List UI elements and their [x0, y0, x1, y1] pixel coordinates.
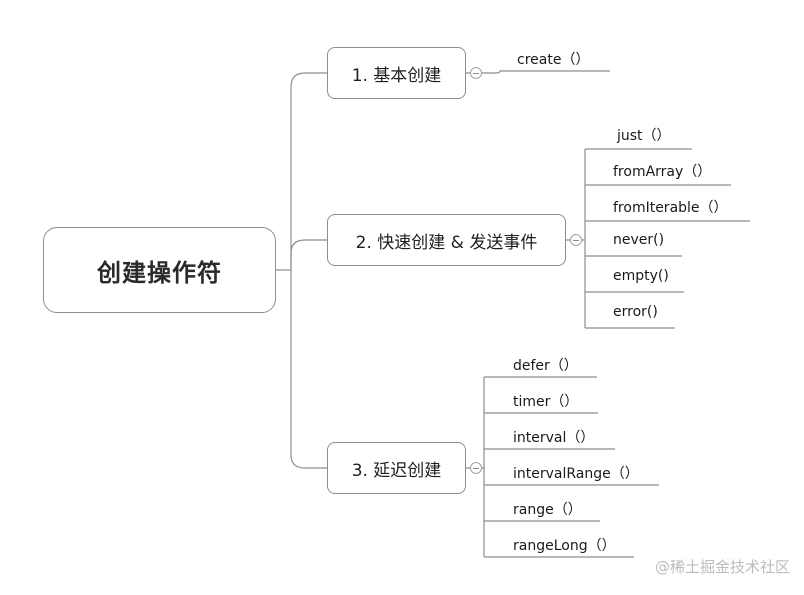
- leaf-intervalrange[interactable]: intervalRange（）: [513, 466, 639, 482]
- branch-node-deferred[interactable]: 3. 延迟创建: [327, 442, 466, 494]
- collapse-toggle-icon[interactable]: [470, 462, 482, 474]
- leaf-range[interactable]: range（）: [513, 502, 582, 518]
- leaf-create[interactable]: create（）: [517, 52, 590, 68]
- branch-node-quick[interactable]: 2. 快速创建 & 发送事件: [327, 214, 566, 266]
- root-label: 创建操作符: [97, 258, 222, 287]
- leaf-defer[interactable]: defer（）: [513, 358, 578, 374]
- leaf-fromiterable[interactable]: fromIterable（）: [613, 200, 728, 216]
- watermark: @稀土掘金技术社区: [654, 558, 790, 576]
- branch-label: 1. 基本创建: [351, 65, 442, 86]
- root-node[interactable]: 创建操作符: [43, 227, 276, 313]
- leaf-never[interactable]: never(): [613, 232, 665, 248]
- collapse-toggle-icon[interactable]: [570, 234, 582, 246]
- branch-label: 2. 快速创建 & 发送事件: [355, 232, 538, 253]
- leaf-just[interactable]: just（）: [617, 128, 671, 144]
- branch-node-basic[interactable]: 1. 基本创建: [327, 47, 466, 99]
- leaf-interval[interactable]: interval（）: [513, 430, 595, 446]
- leaf-fromarray[interactable]: fromArray（）: [613, 164, 712, 180]
- branch-label: 3. 延迟创建: [351, 460, 442, 481]
- collapse-toggle-icon[interactable]: [470, 67, 482, 79]
- leaf-timer[interactable]: timer（）: [513, 394, 579, 410]
- leaf-empty[interactable]: empty(): [613, 268, 669, 284]
- leaf-rangelong[interactable]: rangeLong（）: [513, 538, 616, 554]
- leaf-error[interactable]: error(): [613, 304, 658, 320]
